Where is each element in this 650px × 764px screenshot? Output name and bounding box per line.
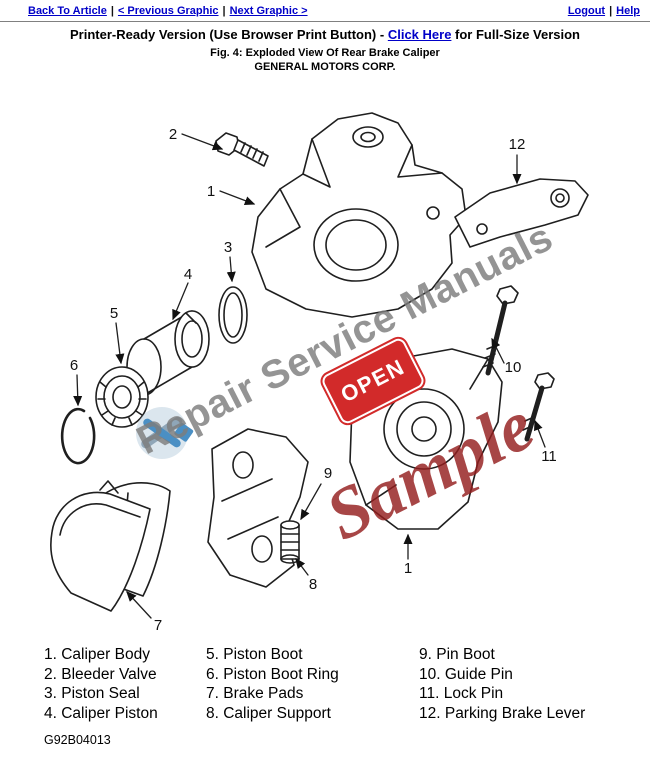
piston-boot-ring-part: [60, 407, 96, 465]
callout-numbers: 2 1 12 3 4 5 6 10 11 9 1 8 7: [70, 126, 557, 634]
nav-separator: |: [222, 5, 226, 17]
callout-caliper-piston: 4: [184, 266, 192, 283]
piston-seal-part: [218, 286, 248, 344]
callout-caliper-body: 1: [207, 183, 215, 200]
figure-caption: Fig. 4: Exploded View Of Rear Brake Cali…: [210, 47, 440, 59]
piston-boot-part: [95, 366, 149, 428]
exploded-diagram: 2 1 12 3 4 5 6 10 11 9 1 8 7: [50, 112, 589, 634]
manufacturer-name: GENERAL MOTORS CORP.: [254, 61, 396, 73]
legend-item: 9. Pin Boot: [419, 646, 495, 663]
legend-item: 10. Guide Pin: [419, 665, 513, 683]
nav-separator: |: [110, 5, 114, 17]
logout-link[interactable]: Logout: [567, 5, 606, 17]
full-size-link[interactable]: Click Here: [387, 27, 452, 42]
legend-item: 1. Caliper Body: [44, 646, 150, 663]
back-to-article-link[interactable]: Back To Article: [28, 5, 107, 17]
next-graphic-link[interactable]: Next Graphic >: [229, 5, 308, 17]
callout-pin-boot: 9: [324, 465, 332, 482]
legend-item: 12. Parking Brake Lever: [419, 704, 586, 722]
nav-right-group: Logout|Help: [568, 5, 640, 17]
nav-separator: |: [609, 5, 613, 17]
callout-piston-seal: 3: [224, 239, 232, 256]
parking-brake-lever-part: [454, 178, 589, 248]
legend-column-3: 9. Pin Boot 10. Guide Pin 11. Lock Pin 1…: [419, 645, 650, 723]
bleeder-valve-part: [215, 132, 269, 167]
callout-piston-boot: 5: [110, 305, 118, 322]
printer-ready-text: Printer-Ready Version (Use Browser Print…: [69, 27, 388, 42]
caliper-body-alt-part: [349, 348, 503, 530]
top-navbar: Back To Article|< Previous Graphic|Next …: [0, 0, 650, 22]
legend-item: 8. Caliper Support: [206, 704, 331, 722]
legend-column-2: 5. Piston Boot 6. Piston Boot Ring 7. Br…: [206, 645, 419, 723]
callout-caliper-support: 8: [309, 576, 317, 593]
help-link[interactable]: Help: [616, 5, 640, 17]
caliper-body-part: [251, 112, 467, 318]
legend-column-1: 1. Caliper Body 2. Bleeder Valve 3. Pist…: [44, 645, 206, 723]
callout-lock-pin: 11: [541, 448, 557, 465]
legend-item: 2. Bleeder Valve: [44, 665, 157, 683]
drawing-code: G92B04013: [44, 733, 111, 747]
legend-item: 7. Brake Pads: [206, 685, 304, 702]
printer-ready-line: Printer-Ready Version (Use Browser Print…: [0, 27, 650, 42]
tools-icon: [136, 407, 194, 459]
lock-pin-part: [522, 372, 555, 442]
leader-lines: [73, 133, 546, 619]
callout-piston-boot-ring: 6: [70, 357, 78, 374]
callout-guide-pin: 10: [505, 359, 522, 376]
previous-graphic-link[interactable]: < Previous Graphic: [117, 5, 219, 17]
parts-legend: 1. Caliper Body 2. Bleeder Valve 3. Pist…: [44, 645, 650, 723]
callout-brake-pads: 7: [154, 617, 162, 634]
legend-item: 5. Piston Boot: [206, 646, 303, 663]
legend-item: 3. Piston Seal: [44, 685, 140, 702]
legend-item: 6. Piston Boot Ring: [206, 665, 339, 683]
legend-item: 4. Caliper Piston: [44, 704, 158, 722]
callout-parking-brake-lever: 12: [509, 136, 526, 153]
nav-left-group: Back To Article|< Previous Graphic|Next …: [28, 5, 308, 17]
diagram-area: 2 1 12 3 4 5 6 10 11 9 1 8 7 Repair Serv…: [0, 77, 650, 639]
callout-caliper-body-alt: 1: [404, 560, 412, 577]
full-size-suffix: for Full-Size Version: [451, 27, 580, 42]
pin-boot-part: [280, 520, 300, 564]
callout-bleeder-valve: 2: [169, 126, 177, 143]
legend-item: 11. Lock Pin: [419, 685, 504, 702]
brake-pads-part: [50, 480, 171, 612]
